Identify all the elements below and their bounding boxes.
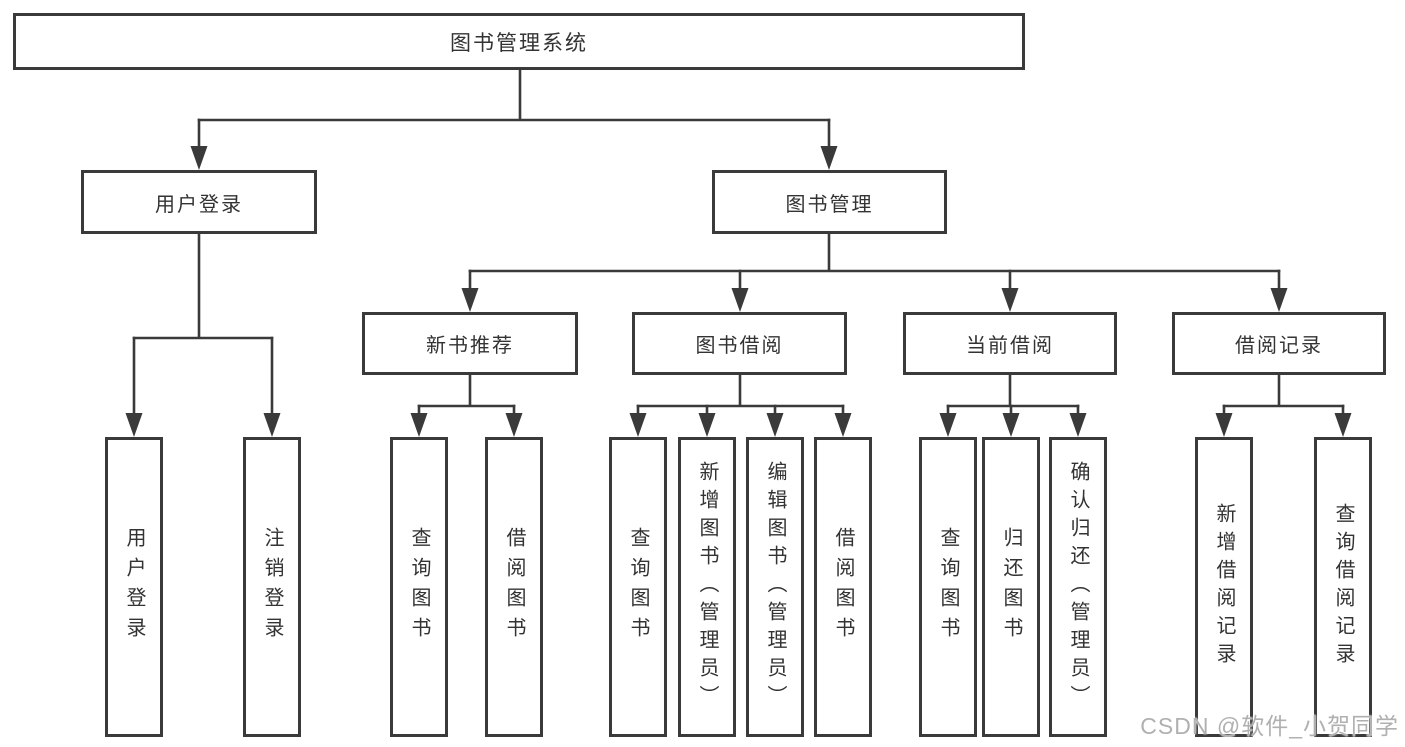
leaf-query-books-borrow-label: 查询图书: [627, 527, 649, 647]
leaf-query-borrow-record: 查询借阅记录: [1314, 437, 1372, 737]
leaf-query-books-new: 查询图书: [390, 437, 448, 737]
arrow-leaf-8: [834, 413, 852, 437]
node-book-borrow: 图书借阅: [632, 312, 847, 375]
leaf-confirm-return-admin-label: 确认归还（管理员）: [1067, 461, 1089, 713]
leaf-add-borrow-record: 新增借阅记录: [1195, 437, 1253, 737]
node-user-login: 用户登录: [81, 170, 317, 234]
node-new-books-label: 新书推荐: [426, 335, 514, 357]
arrow-leaf-4: [505, 413, 523, 437]
leaf-query-books-current-label: 查询图书: [937, 527, 959, 647]
node-borrow-records: 借阅记录: [1172, 312, 1386, 375]
csdn-watermark: CSDN @软件_小贺同学: [1140, 713, 1399, 739]
arrow-leaf-1: [125, 413, 143, 437]
node-root-label: 图书管理系统: [450, 31, 588, 55]
leaf-edit-books-admin: 编辑图书（管理员）: [746, 437, 804, 737]
arrow-leaf-3: [410, 413, 428, 437]
arrow-new-books: [461, 288, 479, 312]
leaf-borrow-books-new: 借阅图书: [485, 437, 543, 737]
leaf-logout: 注销登录: [243, 437, 301, 737]
node-current-borrow-label: 当前借阅: [966, 335, 1054, 357]
leaf-return-books: 归还图书: [982, 437, 1040, 737]
leaf-user-login-label: 用户登录: [123, 527, 145, 647]
arrow-book-borrow: [731, 288, 749, 312]
leaf-confirm-return-admin: 确认归还（管理员）: [1049, 437, 1107, 737]
node-book-mgmt-label: 图书管理: [785, 193, 874, 216]
arrow-leaf-7: [766, 413, 784, 437]
arrow-borrow-records: [1270, 288, 1288, 312]
arrow-book-mgmt: [820, 146, 838, 170]
leaf-query-books-new-label: 查询图书: [408, 527, 430, 647]
leaf-query-borrow-record-label: 查询借阅记录: [1332, 503, 1354, 671]
arrow-leaf-12: [1215, 413, 1233, 437]
node-root: 图书管理系统: [13, 13, 1025, 70]
arrow-user-login: [190, 146, 208, 170]
arrow-leaf-10: [1002, 413, 1020, 437]
arrow-leaf-9: [939, 413, 957, 437]
arrow-current-borrow: [1001, 288, 1019, 312]
leaf-query-books-borrow: 查询图书: [609, 437, 667, 737]
leaf-add-books-admin: 新增图书（管理员）: [678, 437, 736, 737]
arrow-leaf-11: [1069, 413, 1087, 437]
node-new-books: 新书推荐: [362, 312, 578, 375]
node-borrow-records-label: 借阅记录: [1235, 335, 1323, 357]
node-user-login-label: 用户登录: [155, 193, 243, 216]
arrow-leaf-2: [263, 413, 281, 437]
leaf-query-books-current: 查询图书: [919, 437, 977, 737]
arrow-leaf-13: [1334, 413, 1352, 437]
arrow-leaf-6: [698, 413, 716, 437]
leaf-logout-label: 注销登录: [261, 527, 283, 647]
leaf-edit-books-admin-label: 编辑图书（管理员）: [764, 461, 786, 713]
leaf-borrow-books: 借阅图书: [814, 437, 872, 737]
leaf-add-borrow-record-label: 新增借阅记录: [1213, 503, 1235, 671]
leaf-add-books-admin-label: 新增图书（管理员）: [696, 461, 718, 713]
leaf-user-login: 用户登录: [105, 437, 163, 737]
leaf-borrow-books-new-label: 借阅图书: [503, 527, 525, 647]
node-book-borrow-label: 图书借阅: [695, 335, 784, 357]
leaf-return-books-label: 归还图书: [1000, 527, 1022, 647]
node-book-mgmt: 图书管理: [712, 170, 947, 234]
node-current-borrow: 当前借阅: [903, 312, 1117, 375]
leaf-borrow-books-label: 借阅图书: [832, 527, 854, 647]
arrow-leaf-5: [629, 413, 647, 437]
